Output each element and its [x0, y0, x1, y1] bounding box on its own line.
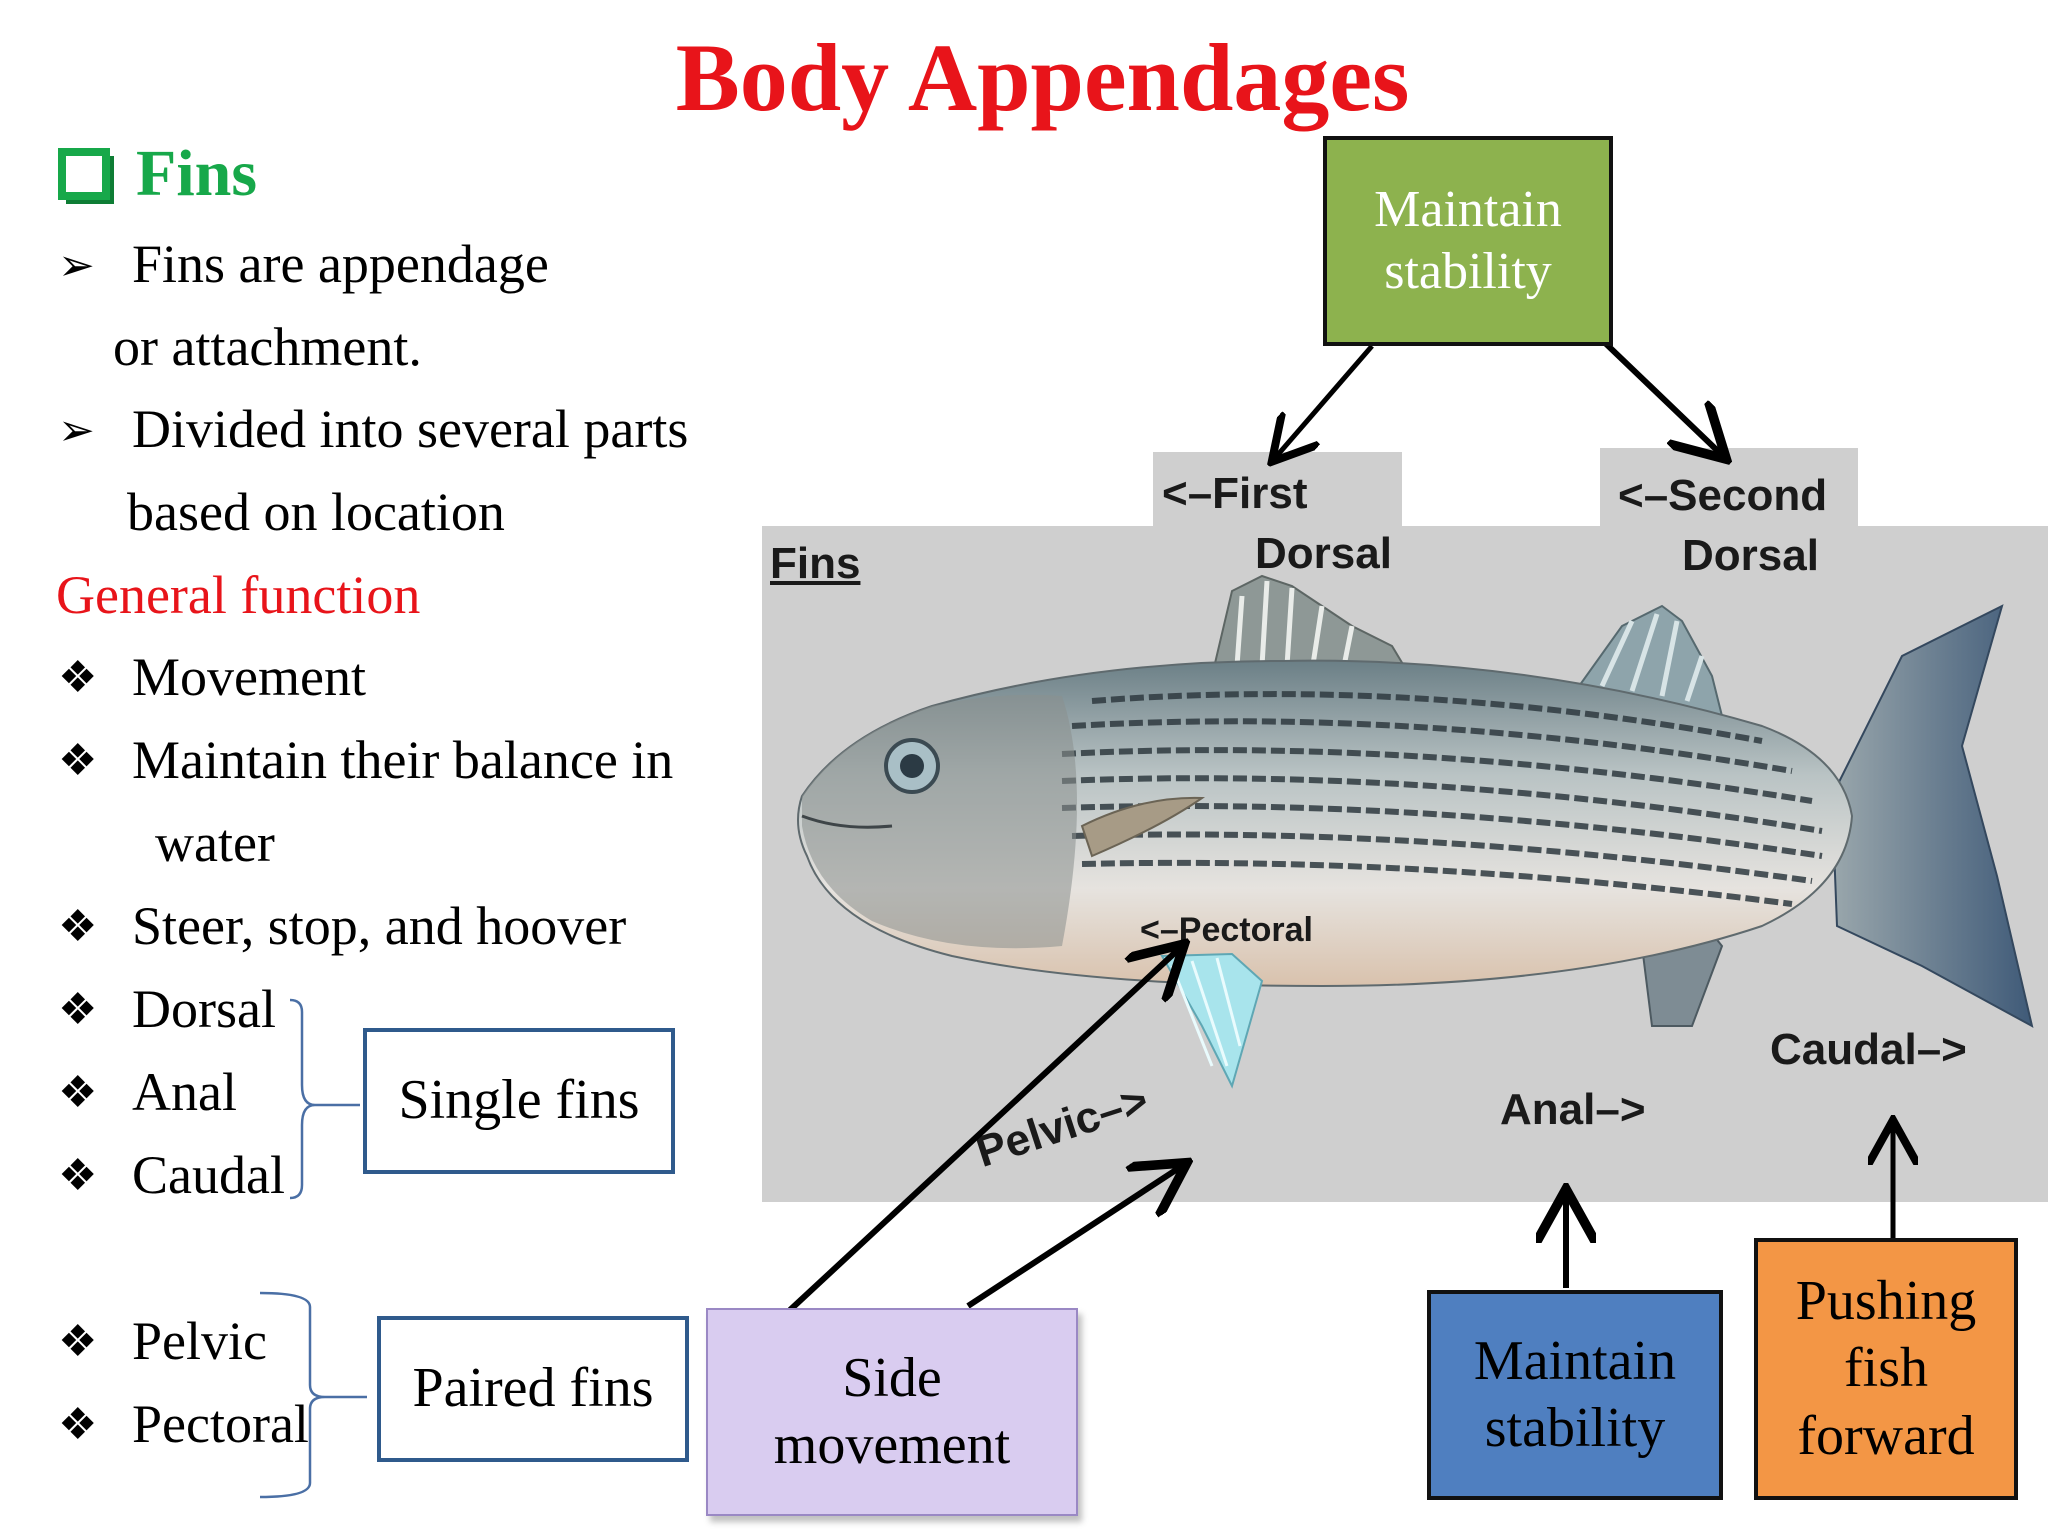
- stability-bottom-line-2: stability: [1484, 1397, 1666, 1459]
- function-item: Maintain their balance in: [132, 730, 674, 790]
- photo-label-fins: Fins: [770, 539, 861, 588]
- function-item: Steer, stop, and hoover: [132, 896, 627, 956]
- fin-dorsal: Dorsal: [132, 979, 276, 1039]
- pushing-line-3: forward: [1797, 1404, 1975, 1467]
- single-brace-icon: [289, 998, 360, 1200]
- bullet-1-line-2: or attachment.: [113, 317, 422, 377]
- pushing-forward-box: Pushing fish forward: [1754, 1238, 2018, 1500]
- pushing-line-1: Pushing: [1795, 1270, 1977, 1333]
- photo-label-first-dorsal: Dorsal: [1255, 529, 1392, 578]
- checkbox-icon: [58, 148, 110, 200]
- stability-top-line-2: stability: [1384, 243, 1552, 300]
- paired-brace-icon: [259, 1291, 367, 1499]
- diamond-bullet-icon: ❖: [58, 736, 98, 785]
- diamond-bullet-icon: ❖: [58, 653, 98, 702]
- photo-label-first: <–First: [1162, 469, 1308, 518]
- photo-label-anal: Anal–>: [1500, 1085, 1646, 1134]
- arrow-to-second-dorsal: [1599, 337, 1722, 455]
- stability-top-line-1: Maintain: [1374, 180, 1562, 238]
- function-item: Movement: [132, 647, 366, 707]
- photo-label-second-dorsal: Dorsal: [1682, 531, 1819, 580]
- single-fins-box: Single fins: [363, 1028, 675, 1174]
- diamond-bullet-icon: ❖: [58, 1068, 98, 1117]
- fin-caudal: Caudal: [132, 1145, 285, 1205]
- maintain-stability-top-box: Maintain stability: [1323, 136, 1613, 346]
- photo-label-second: <–Second: [1618, 471, 1828, 520]
- diamond-bullet-icon: ❖: [58, 1151, 98, 1200]
- arrow-to-first-dorsal: [1275, 344, 1374, 458]
- fin-anal: Anal: [132, 1062, 237, 1122]
- arrow-to-pelvic: [966, 1166, 1182, 1309]
- function-item-continued: water: [155, 813, 275, 873]
- diamond-bullet-icon: ❖: [58, 1317, 98, 1366]
- photo-label-caudal: Caudal–>: [1770, 1025, 1967, 1074]
- paired-fins-box: Paired fins: [377, 1316, 689, 1462]
- side-movement-box: Side movement: [706, 1308, 1078, 1516]
- side-movement-line-1: Side: [842, 1346, 942, 1409]
- bullet-2-line-2: based on location: [127, 482, 505, 542]
- stability-bottom-line-1: Maintain: [1473, 1329, 1677, 1392]
- arrow-bullet-icon: ➢: [58, 406, 95, 455]
- bullet-1-line-1: Fins are appendage: [132, 234, 549, 294]
- fins-heading: Fins: [58, 136, 257, 212]
- fin-pelvic: Pelvic: [132, 1311, 267, 1371]
- general-function-heading: General function: [56, 565, 421, 625]
- diamond-bullet-icon: ❖: [58, 1400, 98, 1449]
- arrow-bullet-icon: ➢: [58, 241, 95, 290]
- diamond-bullet-icon: ❖: [58, 985, 98, 1034]
- pushing-line-2: fish: [1844, 1337, 1928, 1400]
- single-fins-label: Single fins: [398, 1069, 640, 1132]
- bullet-2-line-1: Divided into several parts: [132, 399, 689, 459]
- arrow-to-pectoral: [787, 948, 1180, 1313]
- side-movement-line-2: movement: [773, 1414, 1011, 1476]
- fins-heading-text: Fins: [136, 137, 258, 210]
- maintain-stability-bottom-box: Maintain stability: [1427, 1290, 1723, 1500]
- slide-title: Body Appendages: [675, 24, 1410, 131]
- fin-pectoral: Pectoral: [132, 1394, 309, 1454]
- paired-fins-label: Paired fins: [412, 1357, 654, 1420]
- diamond-bullet-icon: ❖: [58, 902, 98, 951]
